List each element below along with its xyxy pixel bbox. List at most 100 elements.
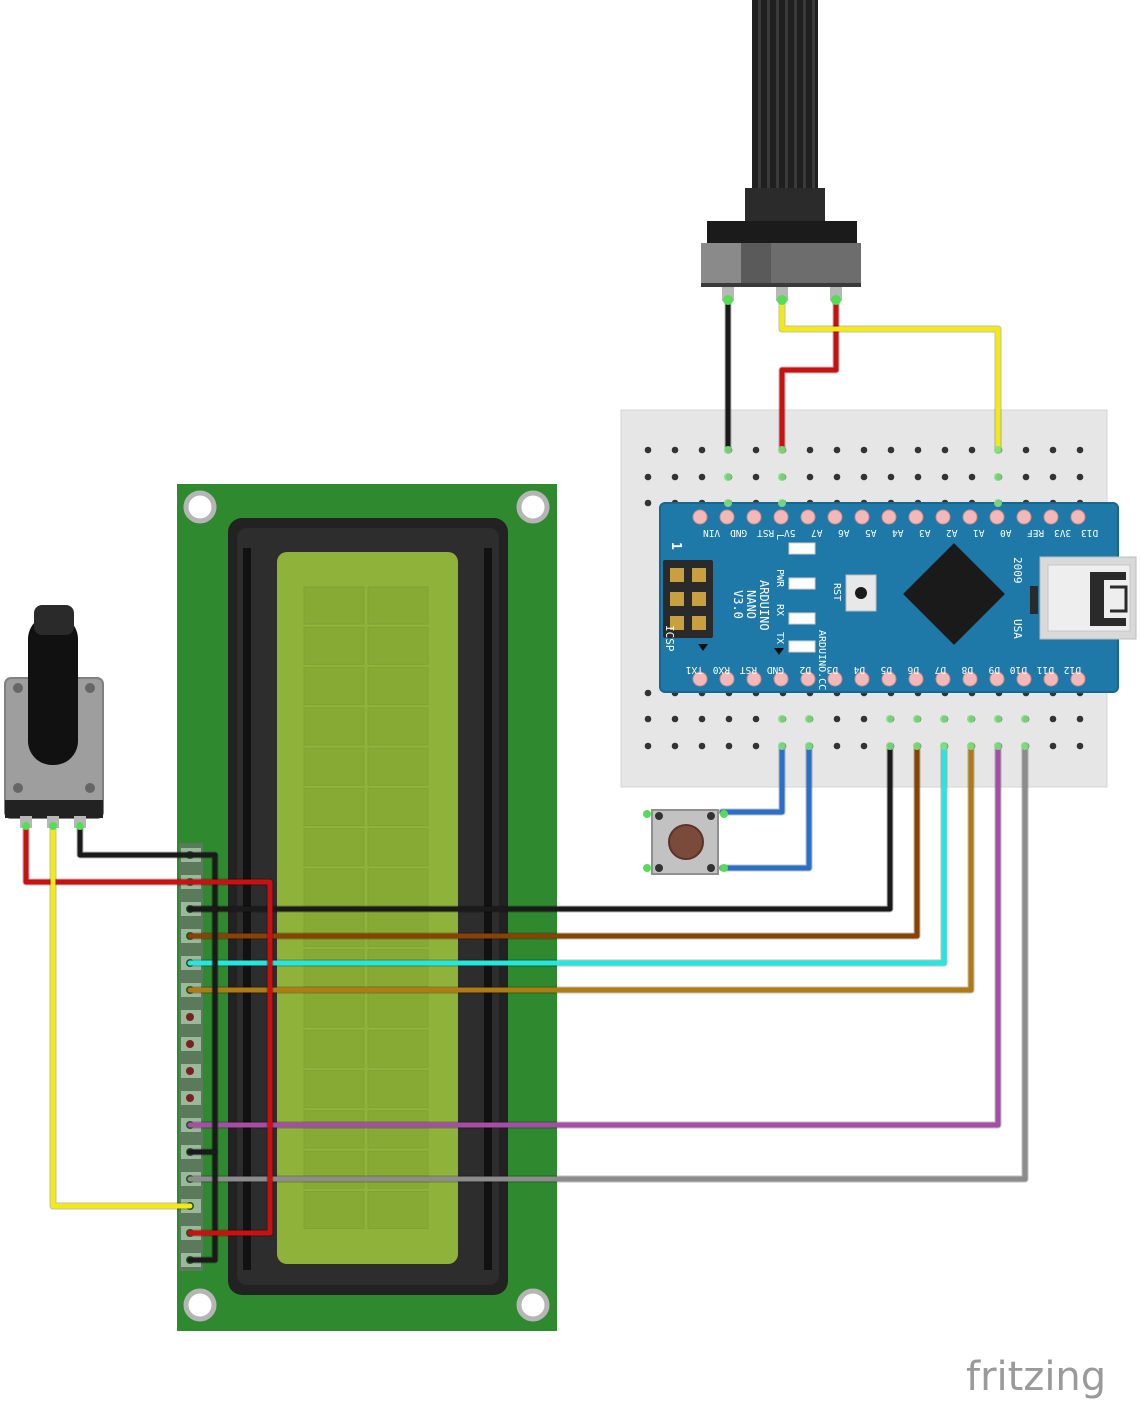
breadboard-hole: [833, 446, 841, 454]
breadboard-hole: [752, 715, 760, 723]
potentiometer-left: [4, 605, 104, 830]
lcd-character-cells: [303, 586, 429, 1229]
nano-top-pin-pad: [1016, 509, 1032, 525]
icsp-pin: [670, 568, 684, 582]
connection-point: [994, 499, 1002, 507]
nano-top-pin-pad: [1070, 509, 1086, 525]
connection-point: [940, 742, 948, 750]
nano-bottom-pin-pad: [1043, 671, 1059, 687]
wire-lcd-contrast: [50, 823, 193, 1209]
nano-top-pin-pad: [854, 509, 870, 525]
nano-top-pin-pad: [1043, 509, 1059, 525]
breadboard-hole: [1049, 715, 1057, 723]
lcd-cell: [367, 747, 429, 786]
nano-bottom-pin-pad: [800, 671, 816, 687]
lcd-cell: [303, 949, 365, 988]
website-label: ARDUINO.CC: [816, 630, 827, 690]
connection-point: [967, 715, 975, 723]
lcd-cell: [303, 707, 365, 746]
status-led-label: RX: [774, 604, 785, 616]
nano-bottom-pin-pad: [773, 671, 789, 687]
breadboard-hole: [806, 446, 814, 454]
reset-button: [845, 574, 877, 612]
nano-top-pin-label: GND: [730, 527, 747, 538]
nano-top-pin-label: A2: [946, 527, 957, 538]
nano-bottom-pin-label: D2: [800, 664, 811, 675]
lcd-cell: [303, 1110, 365, 1149]
nano-top-pin-label: RST: [757, 527, 774, 538]
nano-top-pin-label: A1: [973, 527, 985, 538]
nano-bottom-pin-label: D12: [1064, 664, 1081, 675]
connection-point: [913, 742, 921, 750]
status-led: [788, 612, 816, 625]
connection-point: [967, 742, 975, 750]
nano-bottom-pin-label: D7: [935, 664, 946, 675]
lcd-pin-hole: [186, 1094, 194, 1102]
lcd-cell: [367, 908, 429, 947]
lcd-cell: [303, 1070, 365, 1109]
breadboard-hole: [671, 742, 679, 750]
shaft-ridge: [803, 0, 806, 188]
nano-top-pin-label: 5V: [784, 527, 796, 538]
lcd-cell: [367, 788, 429, 826]
pot-leg-end: [777, 295, 787, 305]
lcd-cell: [367, 1110, 429, 1149]
nano-top-pin-pad: [881, 509, 897, 525]
nano-top-pin-pad: [908, 509, 924, 525]
breadboard-hole: [860, 473, 868, 481]
breadboard-hole: [752, 446, 760, 454]
shaft-ridge: [785, 0, 788, 188]
breadboard-hole: [1076, 742, 1084, 750]
status-led-label: TX: [774, 632, 785, 644]
shaft-ridge: [776, 0, 779, 188]
wire-lcd-d7: [187, 743, 947, 966]
nano-bottom-pin-pad: [719, 671, 735, 687]
shaft-ridge: [758, 0, 761, 188]
nano-top-pin-pad: [692, 509, 708, 525]
breadboard-hole: [1049, 742, 1057, 750]
wire-lcd-d10: [187, 743, 1028, 1182]
lcd-cell: [367, 707, 429, 746]
connection-point: [1021, 742, 1029, 750]
wire-lcd-vss: [77, 823, 218, 1263]
lcd-cell: [303, 788, 365, 826]
lcd-cell: [367, 626, 429, 665]
connection-point: [994, 742, 1002, 750]
pot-leg-end: [76, 822, 84, 830]
nano-top-pin-label: A7: [811, 527, 822, 538]
icsp-label: ICSP: [663, 625, 676, 652]
potentiometer-top: [701, 0, 861, 305]
lcd-cell: [367, 1191, 429, 1229]
pin-one-marker-icon: [774, 648, 784, 655]
pot-leg-end: [723, 295, 733, 305]
nano-top-pin-pad: [962, 509, 978, 525]
nano-top-pin-label: D13: [1081, 527, 1098, 538]
nano-bottom-pin-label: RST: [740, 664, 757, 675]
breadboard-hole: [860, 446, 868, 454]
nano-bottom-pin-label: D3: [827, 664, 838, 675]
pin-one-marker-icon: [698, 644, 708, 651]
icsp-header: [663, 560, 713, 638]
nano-bottom-pin-pad: [1070, 671, 1086, 687]
lcd-cell: [367, 1029, 429, 1068]
wire-lcd-d9: [187, 743, 1001, 1128]
breadboard-hole: [671, 715, 679, 723]
lcd-cell: [303, 586, 365, 625]
connection-point: [994, 446, 1002, 454]
button-cap: [668, 824, 704, 860]
nano-bottom-pin-label: D11: [1037, 664, 1054, 675]
lcd-cell: [303, 1029, 365, 1068]
push-button: [643, 809, 728, 875]
wire-button-d2: [719, 743, 812, 871]
icsp-pin: [670, 592, 684, 606]
breadboard-hole: [887, 473, 895, 481]
shaft-ridge: [812, 0, 815, 188]
icsp-pin: [670, 616, 684, 630]
nano-bottom-pin-pad: [881, 671, 897, 687]
breadboard-hole: [698, 473, 706, 481]
connection-point: [886, 715, 894, 723]
breadboard-hole: [644, 473, 652, 481]
breadboard-hole: [833, 473, 841, 481]
connection-point: [778, 446, 786, 454]
